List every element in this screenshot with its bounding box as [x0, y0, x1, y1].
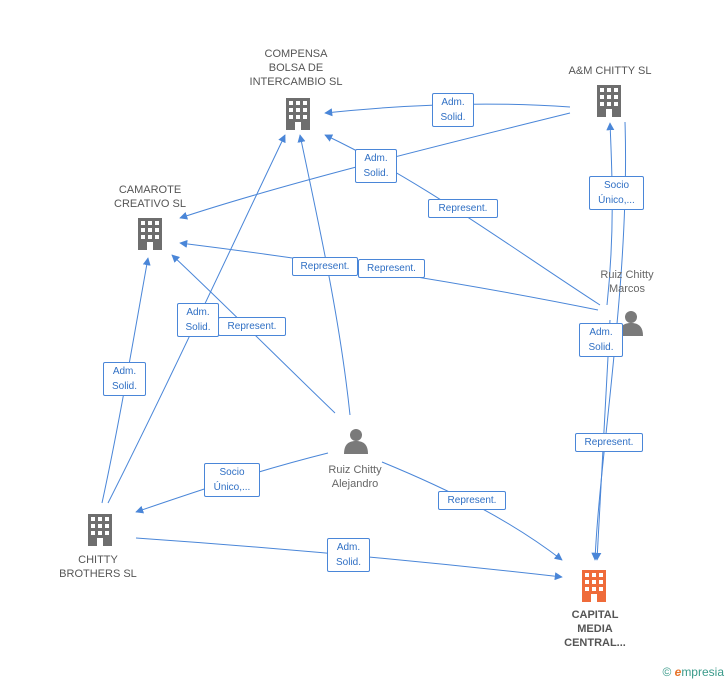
- edge-label-adm-solid: Adm. Solid.: [327, 538, 370, 572]
- compensa-building-icon[interactable]: [286, 98, 310, 130]
- node-label-chitty-brothers[interactable]: CHITTY BROTHERS SL: [59, 554, 137, 580]
- node-label-am-chitty[interactable]: A&M CHITTY SL: [568, 65, 652, 77]
- edge-label-socio-unico: Socio Único,...: [589, 176, 644, 210]
- edge-label-represent: Represent.: [358, 259, 425, 278]
- empresia-logo-initial: e: [674, 665, 682, 679]
- edge-label-adm-solid: Adm. Solid.: [103, 362, 146, 396]
- edge-label-represent: Represent.: [218, 317, 286, 336]
- edge-label-adm-solid: Adm. Solid.: [177, 303, 219, 337]
- edge-label-adm-solid: Adm. Solid.: [432, 93, 474, 127]
- edge-label-represent: Represent.: [428, 199, 498, 218]
- edge-label-represent: Represent.: [575, 433, 643, 452]
- node-label-compensa[interactable]: COMPENSA BOLSA DE INTERCAMBIO SL: [249, 48, 343, 88]
- edge-label-represent: Represent.: [438, 491, 506, 510]
- chitty-brothers-building-icon[interactable]: [88, 514, 112, 546]
- copyright-symbol: ©: [662, 665, 672, 679]
- node-label-camarote[interactable]: CAMAROTE CREATIVO SL: [114, 184, 186, 210]
- edge-label-adm-solid: Adm. Solid.: [355, 149, 397, 183]
- camarote-building-icon[interactable]: [138, 218, 162, 250]
- node-label-capital-media[interactable]: CAPITAL MEDIA CENTRAL...: [564, 609, 626, 649]
- empresia-logo-text: mpresia: [681, 665, 724, 679]
- am-chitty-building-icon[interactable]: [597, 85, 621, 117]
- edge-label-represent: Represent.: [292, 257, 358, 276]
- edge-label-socio-unico: Socio Único,...: [204, 463, 260, 497]
- person-label-ruiz-alejandro[interactable]: Ruiz Chitty Alejandro: [328, 464, 382, 490]
- ruiz-alejandro-person-icon[interactable]: [344, 429, 368, 454]
- edge-label-adm-solid: Adm. Solid.: [579, 323, 623, 357]
- capital-media-building-icon[interactable]: [582, 570, 606, 602]
- edge-alejandro-to-capital: [381, 461, 563, 561]
- empresia-watermark: © empresia: [662, 665, 724, 679]
- person-label-ruiz-marcos[interactable]: Ruiz Chitty Marcos: [600, 269, 654, 295]
